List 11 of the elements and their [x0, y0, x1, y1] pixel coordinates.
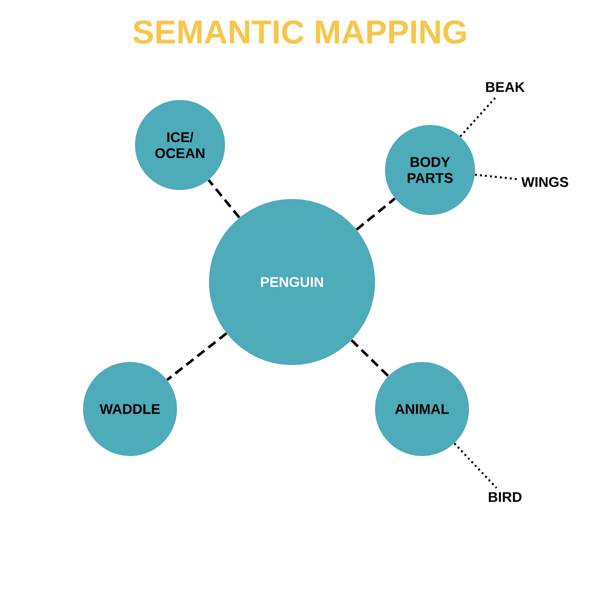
dotted-line — [474, 174, 518, 180]
word-label: WINGS — [521, 177, 568, 187]
word-label: BEAK — [486, 82, 525, 92]
title: SEMANTIC MAPPING — [133, 20, 466, 44]
word-label: BIRD — [488, 492, 522, 502]
dotted-line — [460, 95, 498, 138]
dotted-line — [454, 442, 498, 489]
dashed-line — [356, 197, 396, 231]
dashed-line — [166, 332, 228, 381]
dashed-line — [350, 339, 390, 377]
dashed-line — [208, 179, 240, 218]
